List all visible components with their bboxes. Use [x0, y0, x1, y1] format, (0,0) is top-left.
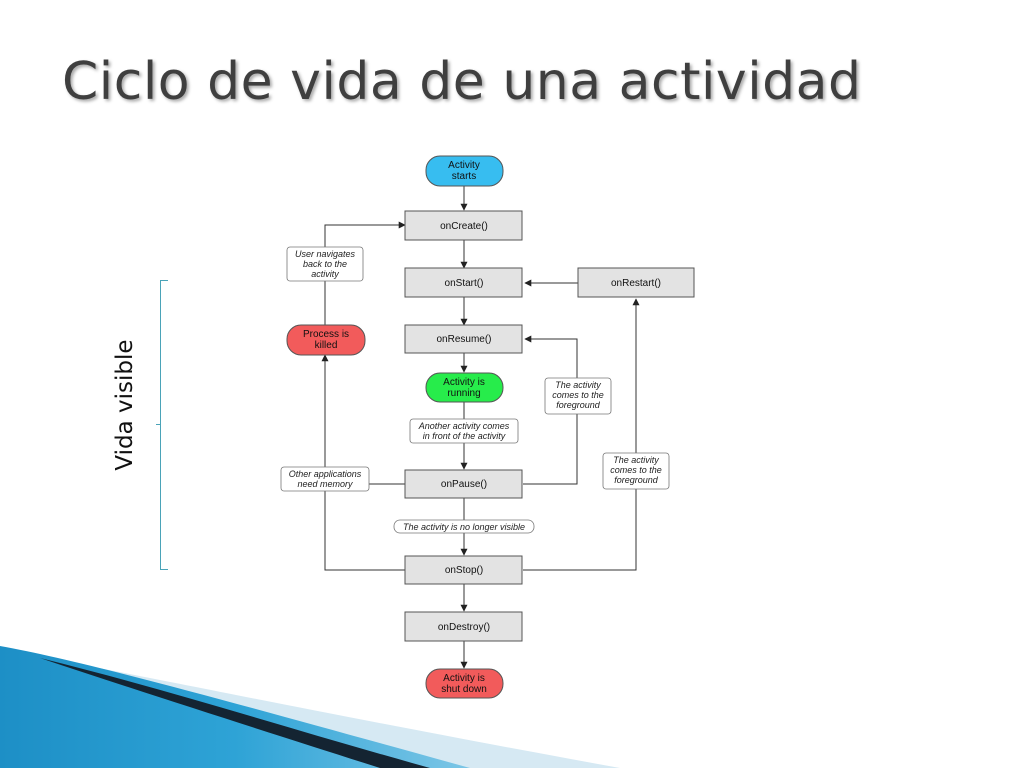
- node-onstop: onStop(): [404, 555, 523, 585]
- node-onstart-label: onStart(): [445, 278, 484, 289]
- note-comes-foreground-1-line1: The activity: [555, 380, 601, 390]
- corner-swoosh-decoration: [0, 646, 620, 768]
- note-another-activity-box: [409, 418, 519, 444]
- note-comes-foreground-1-box: [544, 377, 612, 415]
- note-user-navigates-box: [286, 246, 364, 282]
- note-user-navigates-line2: back to the: [303, 259, 347, 269]
- diagram-nodes: Activity starts onCreate() onStart() onR…: [286, 155, 695, 699]
- note-another-activity: Another activity comes in front of the a…: [409, 418, 519, 444]
- node-oncreate-box: [404, 210, 523, 241]
- note-other-apps-line1: Other applications: [289, 469, 362, 479]
- node-activity-shut-down-shape: [425, 668, 504, 699]
- node-activity-starts-line1: Activity: [448, 160, 480, 171]
- swoosh-blue: [0, 646, 470, 768]
- note-comes-foreground-1: The activity comes to the foreground: [544, 377, 612, 415]
- note-no-longer-visible-box: [393, 519, 535, 534]
- node-process-killed-shape: [286, 324, 366, 356]
- note-user-navigates-line1: User navigates: [295, 249, 356, 259]
- node-ondestroy-label: onDestroy(): [438, 622, 490, 633]
- node-activity-running-line1: Activity is: [443, 377, 485, 388]
- node-activity-starts-line2: starts: [452, 171, 476, 182]
- node-activity-starts-shape: [425, 155, 504, 187]
- node-process-killed-line2: killed: [315, 340, 338, 351]
- note-no-longer-visible-line1: The activity is no longer visible: [403, 522, 525, 532]
- node-onstop-label: onStop(): [445, 565, 483, 576]
- node-activity-running-line2: running: [447, 388, 480, 399]
- node-ondestroy: onDestroy(): [404, 611, 523, 642]
- diagram-notes: User navigates back to the activity The …: [280, 246, 670, 534]
- node-activity-shut-down-line1: Activity is: [443, 673, 485, 684]
- node-onstop-box: [404, 555, 523, 585]
- node-onresume-label: onResume(): [436, 334, 491, 345]
- note-comes-foreground-2-box: [602, 452, 670, 490]
- edge-stop-to-killed: [321, 354, 405, 571]
- note-other-apps-line2: need memory: [297, 479, 353, 489]
- note-comes-foreground-2-line2: comes to the: [610, 465, 662, 475]
- vida-visible-bracket: [156, 280, 168, 570]
- note-no-longer-visible: The activity is no longer visible: [393, 519, 535, 534]
- node-onrestart-box: [577, 267, 695, 298]
- node-ondestroy-box: [404, 611, 523, 642]
- swoosh-dark: [40, 658, 430, 768]
- node-activity-shut-down-line2: shut down: [441, 684, 487, 695]
- node-onrestart: onRestart(): [577, 267, 695, 298]
- note-other-apps-box: [280, 466, 370, 492]
- note-user-navigates: User navigates back to the activity: [286, 246, 364, 282]
- node-onstart: onStart(): [404, 267, 523, 298]
- edge-stop-to-restart: [523, 298, 640, 571]
- node-activity-running: Activity is running: [425, 372, 504, 403]
- note-comes-foreground-1-line2: comes to the: [552, 390, 604, 400]
- note-another-activity-line2: in front of the activity: [423, 431, 506, 441]
- node-onresume: onResume(): [404, 324, 523, 354]
- note-another-activity-line1: Another activity comes: [418, 421, 510, 431]
- node-onpause-label: onPause(): [441, 479, 487, 490]
- note-other-apps: Other applications need memory: [280, 466, 370, 492]
- node-onpause: onPause(): [404, 469, 523, 499]
- node-onrestart-label: onRestart(): [611, 278, 661, 289]
- node-process-killed: Process is killed: [286, 324, 366, 356]
- slide-title: Ciclo de vida de una actividad: [62, 52, 862, 112]
- node-oncreate-label: onCreate(): [440, 221, 488, 232]
- node-onpause-box: [404, 469, 523, 499]
- node-process-killed-line1: Process is: [303, 329, 349, 340]
- note-user-navigates-line3: activity: [311, 269, 339, 279]
- node-activity-starts: Activity starts: [425, 155, 504, 187]
- node-onstart-box: [404, 267, 523, 298]
- node-oncreate: onCreate(): [404, 210, 523, 241]
- note-comes-foreground-2: The activity comes to the foreground: [602, 452, 670, 490]
- node-activity-shut-down: Activity is shut down: [425, 668, 504, 699]
- edge-killed-to-create: [324, 221, 406, 325]
- note-comes-foreground-1-line3: foreground: [556, 400, 601, 410]
- node-activity-running-shape: [425, 372, 504, 403]
- note-comes-foreground-2-line1: The activity: [613, 455, 659, 465]
- note-comes-foreground-2-line3: foreground: [614, 475, 659, 485]
- node-onresume-box: [404, 324, 523, 354]
